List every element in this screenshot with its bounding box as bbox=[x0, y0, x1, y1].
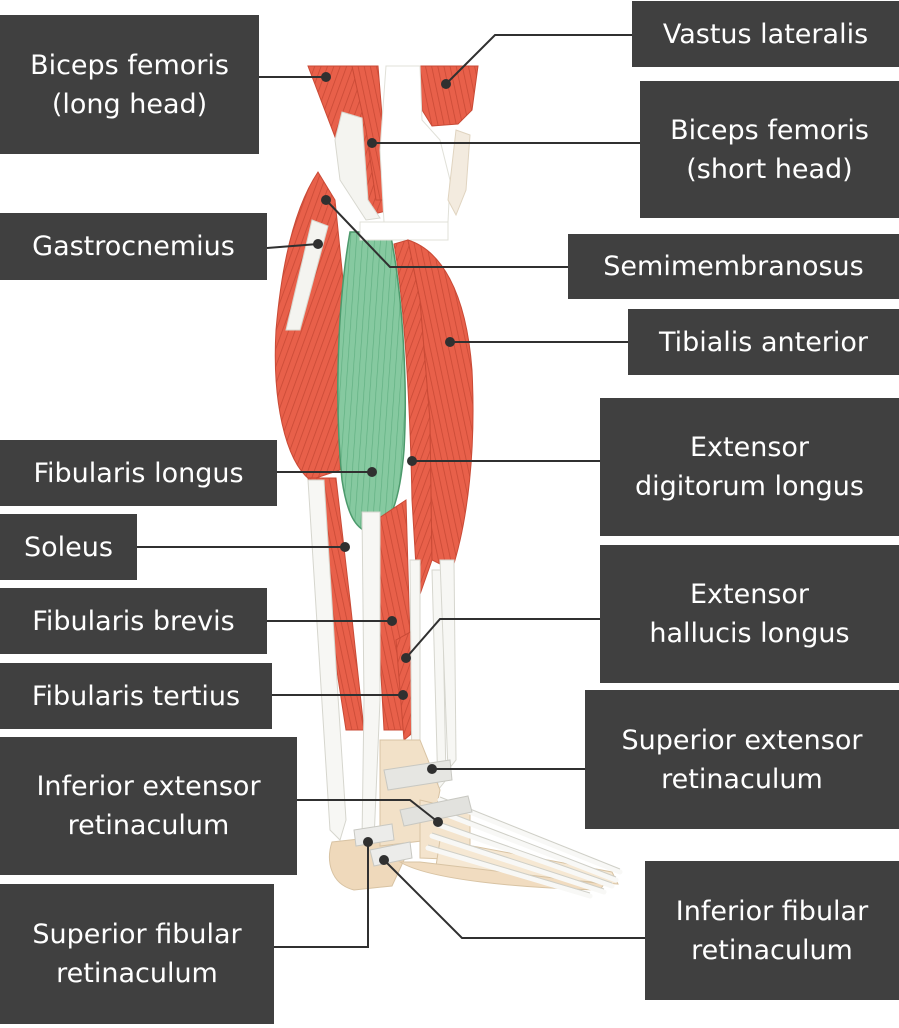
gastrocnemius-muscle bbox=[274, 171, 346, 481]
leader-superior-fibular-retinaculum bbox=[274, 842, 369, 948]
label-line: Tibialis anterior bbox=[658, 326, 869, 358]
fibularis-longus-muscle bbox=[337, 231, 406, 535]
label-line: retinaculum bbox=[67, 810, 230, 841]
label-line: Superior extensor bbox=[621, 724, 863, 756]
label-biceps-femoris-short-head: Biceps femoris (short head) bbox=[640, 81, 899, 218]
label-text: Extensor hallucis longus bbox=[649, 575, 849, 653]
label-line: digitorum longus bbox=[635, 471, 864, 502]
label-line: Extensor bbox=[689, 579, 810, 610]
label-line: (short head) bbox=[686, 153, 853, 185]
label-gastrocnemius: Gastrocnemius bbox=[0, 213, 267, 280]
leader-semimembranosus bbox=[325, 199, 568, 268]
label-text: Superior extensor retinaculum bbox=[622, 721, 863, 799]
leader-inferior-fibular-retinaculum bbox=[383, 859, 645, 939]
label-line: Biceps femoris bbox=[670, 114, 869, 146]
label-superior-fibular-retinaculum: Superior fibular retinaculum bbox=[0, 884, 274, 1024]
leg-tendons bbox=[307, 479, 457, 841]
biceps-femoris-tendon bbox=[334, 111, 381, 221]
tibialis-anterior-muscle bbox=[407, 239, 474, 571]
label-text: Fibularis tertius bbox=[32, 677, 240, 716]
label-text: Inferior fibular retinaculum bbox=[676, 892, 868, 970]
label-soleus: Soleus bbox=[0, 514, 137, 580]
label-line: Soleus bbox=[24, 531, 113, 563]
leader-gastrocnemius bbox=[266, 243, 319, 249]
label-extensor-hallucis-longus: Extensor hallucis longus bbox=[600, 545, 899, 683]
label-line: Vastus lateralis bbox=[662, 18, 869, 50]
label-text: Tibialis anterior bbox=[659, 323, 868, 362]
label-line: Extensor bbox=[689, 432, 810, 463]
label-text: Biceps femoris (short head) bbox=[670, 111, 869, 189]
leader-lines bbox=[137, 34, 645, 948]
label-fibularis-tertius: Fibularis tertius bbox=[0, 663, 272, 729]
vastus-lateralis-muscle bbox=[419, 65, 479, 127]
label-line: (long head) bbox=[51, 88, 208, 120]
leader-vastus-lateralis bbox=[445, 34, 632, 85]
inferior-extensor-retinaculum-band bbox=[399, 795, 473, 827]
label-fibularis-brevis: Fibularis brevis bbox=[0, 588, 267, 654]
label-semimembranosus: Semimembranosus bbox=[568, 234, 899, 299]
label-text: Superior fibular retinaculum bbox=[32, 915, 241, 993]
label-biceps-femoris-long-head: Biceps femoris (long head) bbox=[0, 15, 259, 154]
label-line: Inferior extensor bbox=[36, 771, 261, 802]
label-inferior-extensor-retinaculum: Inferior extensor retinaculum bbox=[0, 737, 297, 875]
label-line: Superior fibular bbox=[32, 919, 242, 950]
label-inferior-fibular-retinaculum: Inferior fibular retinaculum bbox=[645, 861, 899, 1000]
label-text: Semimembranosus bbox=[603, 247, 863, 286]
label-text: Inferior extensor retinaculum bbox=[36, 767, 260, 845]
label-line: retinaculum bbox=[661, 763, 823, 795]
label-line: retinaculum bbox=[691, 934, 853, 966]
label-vastus-lateralis: Vastus lateralis bbox=[632, 1, 899, 67]
label-line: Semimembranosus bbox=[603, 251, 864, 282]
label-line: Fibularis brevis bbox=[32, 605, 235, 637]
label-fibularis-longus: Fibularis longus bbox=[0, 440, 277, 506]
label-extensor-digitorum-longus: Extensor digitorum longus bbox=[600, 398, 899, 536]
label-tibialis-anterior: Tibialis anterior bbox=[628, 309, 899, 375]
label-line: retinaculum bbox=[56, 958, 218, 989]
label-line: Inferior fibular bbox=[675, 895, 869, 927]
leader-inferior-extensor-retinaculum bbox=[297, 799, 439, 823]
label-line: Biceps femoris bbox=[30, 49, 229, 81]
label-text: Gastrocnemius bbox=[32, 227, 235, 266]
label-text: Fibularis brevis bbox=[32, 602, 234, 641]
label-superior-extensor-retinaculum: Superior extensor retinaculum bbox=[585, 690, 899, 829]
label-line: Gastrocnemius bbox=[32, 231, 235, 262]
label-text: Soleus bbox=[24, 528, 113, 567]
leader-dots bbox=[313, 72, 455, 865]
knee-bone-strip bbox=[359, 221, 449, 241]
label-line: Fibularis longus bbox=[33, 457, 244, 489]
label-line: Fibularis tertius bbox=[31, 680, 241, 712]
label-text: Extensor digitorum longus bbox=[635, 428, 864, 506]
label-text: Vastus lateralis bbox=[663, 15, 868, 54]
label-text: Fibularis longus bbox=[33, 454, 243, 493]
patellar-ligament bbox=[447, 129, 471, 217]
leader-extensor-hallucis-longus bbox=[405, 618, 600, 659]
label-text: Biceps femoris (long head) bbox=[30, 46, 229, 124]
label-line: hallucis longus bbox=[649, 618, 850, 649]
